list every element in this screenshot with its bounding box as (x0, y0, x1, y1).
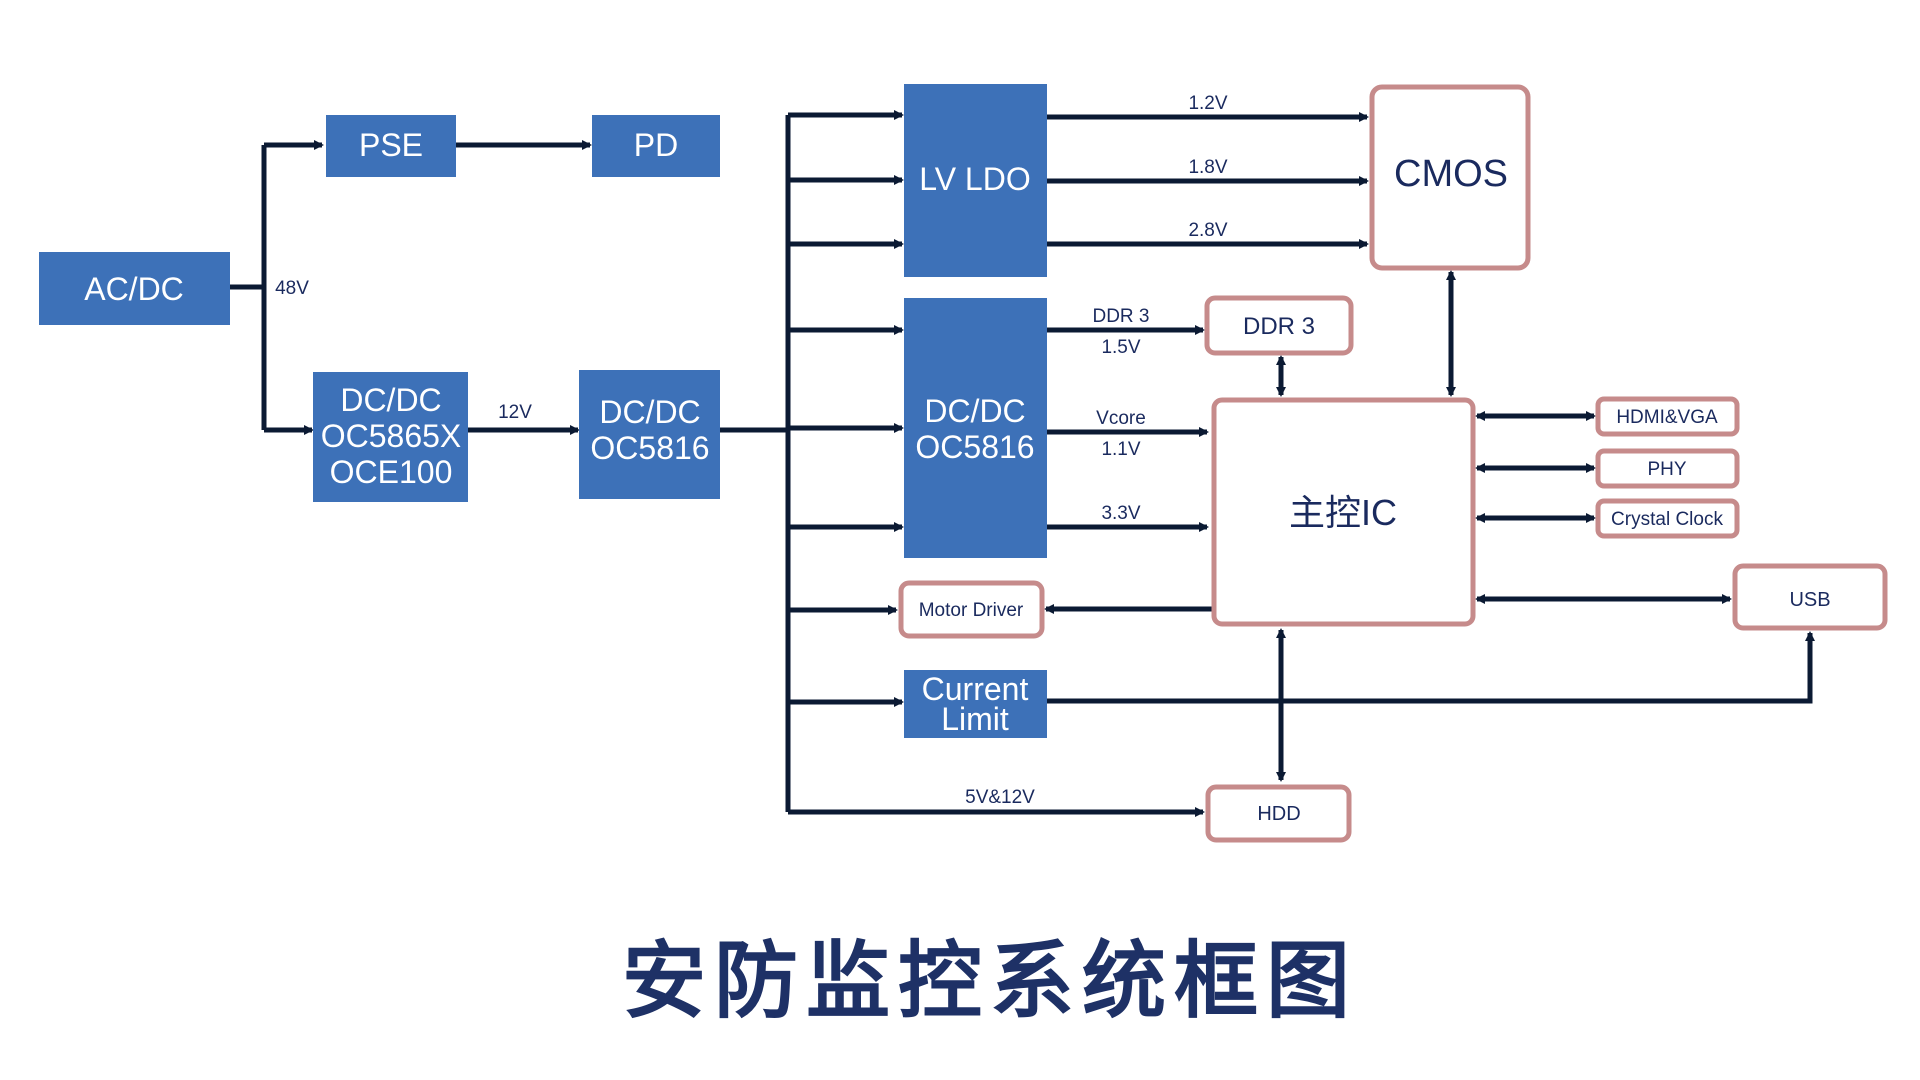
dcdc2-line1: DC/DC (599, 394, 700, 430)
label-5v-12v: 5V&12V (965, 787, 1035, 808)
dcdc-oc5816-input-block: DC/DC OC5816 (579, 370, 720, 499)
motor-driver-component: Motor Driver (898, 580, 1045, 639)
label-2-8v: 2.8V (1188, 220, 1227, 241)
hdd-label: HDD (1257, 803, 1300, 825)
dcdc-oc5816-output-block: DC/DC OC5816 (904, 298, 1047, 558)
label-48v: 48V (275, 278, 309, 299)
label-ddr3-line2: 1.5V (1101, 337, 1140, 358)
label-3-3v: 3.3V (1101, 503, 1140, 524)
dcdc-oc5865x-block: DC/DC OC5865X OCE100 (313, 372, 468, 502)
dcdc2-line2: OC5816 (590, 430, 709, 466)
label-vcore-line2: 1.1V (1101, 439, 1140, 460)
lvldo-label: LV LDO (919, 161, 1030, 197)
current-limit-block: Current Limit (904, 670, 1047, 738)
label-12v: 12V (498, 402, 532, 423)
label-1-8v: 1.8V (1188, 157, 1227, 178)
current-limit-line1: Current (922, 671, 1029, 707)
phy-label: PHY (1647, 459, 1686, 480)
pd-label: PD (634, 127, 678, 163)
main-ic-label: 主控IC (1289, 492, 1397, 533)
pse-label: PSE (359, 127, 423, 163)
current-limit-line2: Limit (941, 701, 1009, 737)
ddr3-component: DDR 3 (1204, 295, 1354, 356)
usb-component: USB (1732, 563, 1888, 631)
dcdc1-line2: OC5865X (321, 418, 462, 454)
phy-component: PHY (1595, 448, 1740, 489)
acdc-label: AC/DC (84, 271, 184, 307)
label-ddr3-line1: DDR 3 (1092, 306, 1149, 327)
cmos-component: CMOS (1369, 84, 1531, 271)
cmos-label: CMOS (1394, 153, 1508, 195)
line-labels: 48V 12V 1.2V 1.8V 2.8V DDR 3 1.5V Vcore … (275, 93, 1228, 808)
hdd-component: HDD (1205, 784, 1352, 843)
ddr3-label: DDR 3 (1243, 313, 1315, 340)
usb-label: USB (1789, 589, 1830, 611)
diagram-title: 安防监控系统框图 (622, 932, 1358, 1030)
dcdc1-line3: OCE100 (330, 454, 453, 490)
lv-ldo-block: LV LDO (904, 84, 1047, 277)
connections (230, 110, 1815, 817)
crystal-clock-component: Crystal Clock (1595, 498, 1740, 539)
dcdc1-line1: DC/DC (340, 382, 441, 418)
label-vcore-line1: Vcore (1096, 408, 1146, 429)
dcdc3-line2: OC5816 (915, 429, 1034, 465)
pd-block: PD (592, 115, 720, 177)
main-ic-component: 主控IC (1211, 397, 1476, 627)
hdmi-vga-label: HDMI&VGA (1616, 407, 1718, 428)
label-1-2v: 1.2V (1188, 93, 1227, 114)
pse-block: PSE (326, 115, 456, 177)
dcdc3-line1: DC/DC (924, 393, 1025, 429)
crystal-clock-label: Crystal Clock (1611, 509, 1723, 530)
hdmi-vga-component: HDMI&VGA (1595, 396, 1740, 437)
motor-driver-label: Motor Driver (919, 600, 1024, 621)
acdc-block: AC/DC (39, 252, 230, 325)
